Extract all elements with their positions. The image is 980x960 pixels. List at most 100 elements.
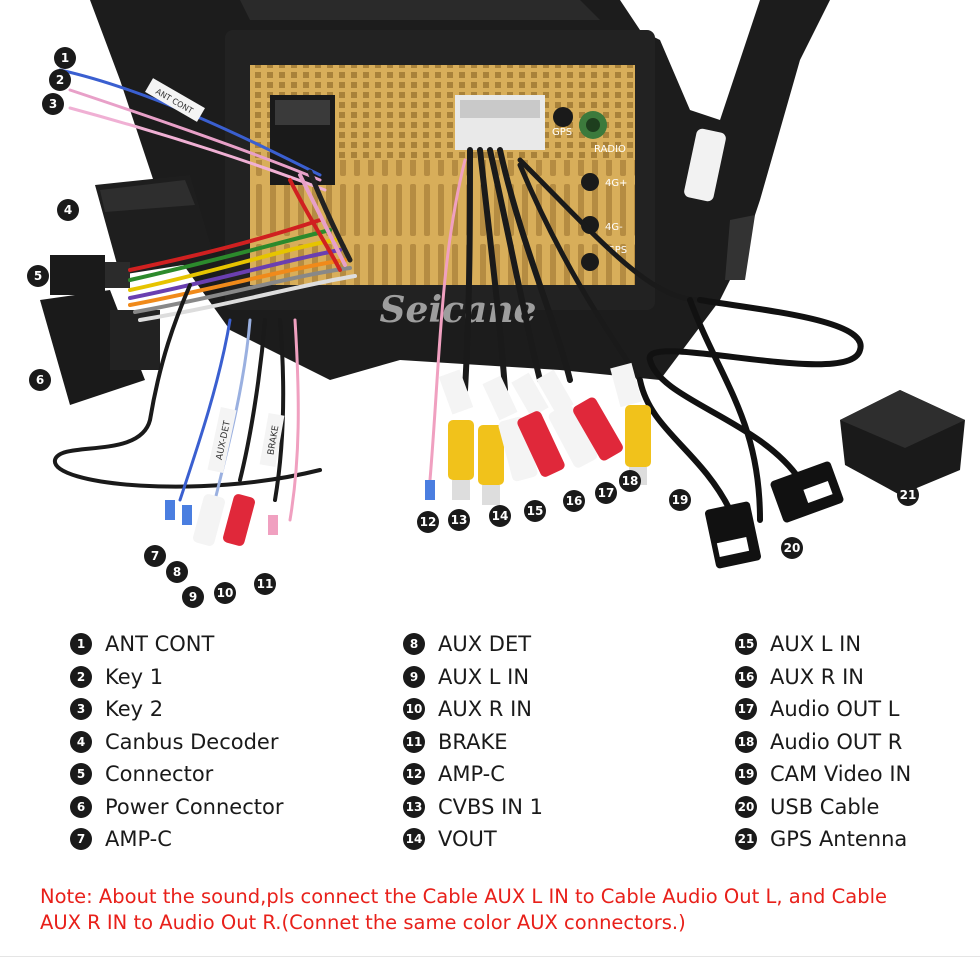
callout-badge: 19 xyxy=(669,489,691,511)
legend-item: 10 AUX R IN xyxy=(403,693,703,726)
legend-item: 8 AUX DET xyxy=(403,628,703,661)
svg-text:14: 14 xyxy=(492,509,509,523)
svg-text:7: 7 xyxy=(151,549,159,563)
legend-number: 1 xyxy=(70,633,92,656)
legend-number: 15 xyxy=(735,633,757,656)
svg-text:9: 9 xyxy=(189,590,197,604)
board-label-4g-plus: 4G+ xyxy=(605,178,628,189)
wiring-photo: GPS RADIO 4G+ 4G- GPS Seicane xyxy=(27,0,965,608)
usb-cables xyxy=(637,297,864,523)
legend-number: 10 xyxy=(403,698,425,721)
callout-badge: 16 xyxy=(563,490,585,512)
legend-number: 4 xyxy=(70,730,92,753)
callout-badge: 9 xyxy=(182,586,204,608)
legend-number: 5 xyxy=(70,763,92,786)
legend-number: 6 xyxy=(70,795,92,818)
callout-badge: 8 xyxy=(166,561,188,583)
watermark: Seicane xyxy=(380,289,537,331)
legend-label: USB Cable xyxy=(770,794,880,819)
legend-label: AUX R IN xyxy=(438,697,532,722)
svg-text:1: 1 xyxy=(61,51,69,65)
wire-harness xyxy=(53,68,703,522)
legend-label: AUX R IN xyxy=(770,664,864,689)
svg-text:3: 3 xyxy=(49,97,57,111)
rca-plug-audio-out-l xyxy=(548,404,598,468)
callout-badge: 6 xyxy=(29,369,51,391)
callout-badge: 5 xyxy=(27,265,49,287)
legend-number: 7 xyxy=(70,828,92,851)
legend-label: Key 2 xyxy=(105,697,164,722)
legend-number: 3 xyxy=(70,698,92,721)
legend-item: 12 AMP-C xyxy=(403,758,703,791)
legend-label: CAM Video IN xyxy=(770,762,912,787)
head-unit: GPS RADIO 4G+ 4G- GPS xyxy=(225,30,655,310)
board-label-radio: RADIO xyxy=(594,144,626,155)
legend-number: 18 xyxy=(735,730,757,753)
board-label-gps-side: GPS xyxy=(607,245,627,256)
legend-item: 6 Power Connector xyxy=(70,791,370,824)
legend-label: GPS Antenna xyxy=(770,827,908,852)
legend-number: 11 xyxy=(403,730,425,753)
rca-plug-audio-out-r xyxy=(573,397,623,461)
svg-text:21: 21 xyxy=(900,488,917,502)
legend-number: 12 xyxy=(403,763,425,786)
wire-tag-aux-det: AUX-DET xyxy=(207,407,237,473)
svg-text:6: 6 xyxy=(36,373,44,387)
note-line-2: AUX R IN to Audio Out R.(Connet the same… xyxy=(40,911,686,934)
gps-antenna xyxy=(840,390,965,495)
legend-label: AUX DET xyxy=(438,632,532,657)
callout-badge: 13 xyxy=(448,509,470,531)
rca-plug-vout xyxy=(478,425,504,505)
svg-text:20: 20 xyxy=(784,541,801,555)
usb-plug-1 xyxy=(705,501,761,569)
callout-badge: 4 xyxy=(57,199,79,221)
note-line-1: Note: About the sound,pls connect the Ca… xyxy=(40,885,887,908)
svg-text:15: 15 xyxy=(527,504,544,518)
legend-number: 17 xyxy=(735,698,757,721)
legend-number: 8 xyxy=(403,633,425,656)
spade-terminals xyxy=(165,480,435,535)
svg-text:13: 13 xyxy=(451,513,468,527)
svg-text:12: 12 xyxy=(420,515,437,529)
svg-text:11: 11 xyxy=(257,577,274,591)
canbus-decoder xyxy=(95,175,215,275)
legend-label: Connector xyxy=(105,762,214,787)
callout-badge: 17 xyxy=(595,482,617,504)
legend-item: 13 CVBS IN 1 xyxy=(403,791,703,824)
board-label-gps: GPS xyxy=(552,127,572,138)
legend-label: AMP-C xyxy=(438,762,505,787)
power-connector xyxy=(40,290,160,405)
legend-label: CVBS IN 1 xyxy=(438,794,544,819)
usb-plug-2 xyxy=(770,461,844,523)
callout-badge: 14 xyxy=(489,505,511,527)
svg-text:16: 16 xyxy=(566,494,583,508)
rca-plug-aux-l-in xyxy=(498,416,538,482)
legend-label: AUX L IN xyxy=(438,664,530,689)
bottom-divider xyxy=(0,956,980,957)
board-label-4g-minus: 4G- xyxy=(605,222,623,233)
rca-plug-aux-r-in xyxy=(517,411,565,477)
legend-item: 5 Connector xyxy=(70,758,370,791)
svg-text:8: 8 xyxy=(173,565,181,579)
svg-text:10: 10 xyxy=(217,586,234,600)
legend-number: 13 xyxy=(403,795,425,818)
svg-text:19: 19 xyxy=(672,493,689,507)
legend-label: AUX L IN xyxy=(770,632,862,657)
legend-label: Power Connector xyxy=(105,794,284,819)
legend-label: ANT CONT xyxy=(105,632,215,657)
legend-number: 14 xyxy=(403,828,425,851)
sound-note: Note: About the sound,pls connect the Ca… xyxy=(40,884,960,936)
callout-badge: 1 xyxy=(54,47,76,69)
